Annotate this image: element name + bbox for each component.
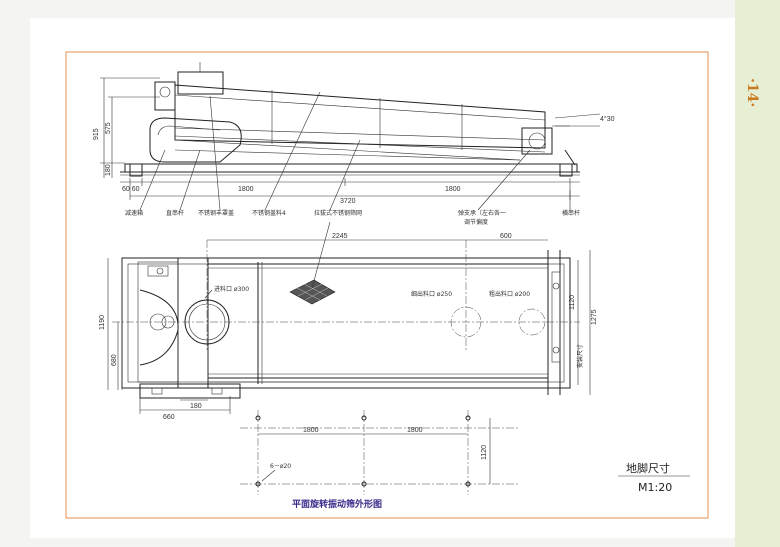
dim-600: 600	[500, 233, 512, 240]
dim-found-1: 1800	[303, 427, 319, 434]
dim-span-total: 3720	[340, 198, 356, 205]
side-view: 915 575 180 60 60 1800 3720 1800 4°30 减速…	[93, 62, 615, 226]
dim-height-total: 915	[93, 128, 100, 140]
dim-1275: 1275	[591, 309, 598, 325]
label-upper-frame: 不锈钢丰罩盖	[198, 209, 234, 217]
label-adjust: 调节偏度	[464, 218, 488, 226]
dim-1190: 1190	[99, 315, 106, 330]
label-holes: 6－ø20	[270, 463, 291, 470]
scale-label: M1:20	[638, 481, 672, 494]
label-install: 安装尺寸	[576, 344, 584, 368]
label-spring-seat: 弹支承（左右各一	[458, 209, 506, 217]
dim-height-body: 575	[105, 122, 112, 134]
dim-1120: 1120	[569, 295, 576, 310]
dim-2245: 2245	[332, 233, 348, 240]
label-straight-rod: 直串杆	[166, 209, 184, 217]
dim-found-2: 1800	[407, 427, 423, 434]
label-outlet-fine: 细出料口 ø250	[411, 290, 452, 298]
dim-660: 660	[163, 414, 175, 421]
dim-left-offsets: 60 60	[122, 186, 140, 193]
dim-span-right: 1800	[445, 186, 461, 193]
label-inlet: 进料口 ø300	[214, 285, 249, 293]
side-strip	[735, 0, 780, 547]
dim-180: 180	[190, 403, 202, 410]
foundation-view: 1800 1800 1120 6－ø20 地脚尺寸 M1:20	[240, 410, 690, 495]
label-cross-rod: 横串杆	[562, 209, 580, 217]
foundation-title: 地脚尺寸	[626, 461, 670, 475]
page-number: ·14·	[744, 78, 760, 107]
plan-view: 2245 600 1190 680 1120 1275 安装尺寸 660 180…	[99, 221, 598, 421]
dim-found-3: 1120	[481, 445, 488, 460]
label-screen: 拉拔式不锈钢筛网	[314, 209, 362, 217]
label-reducer: 减速箱	[125, 209, 143, 217]
drawing-caption: 平面旋转振动筛外形图	[292, 498, 382, 510]
dim-680: 680	[111, 354, 118, 366]
label-outlet-plate: 不锈钢盖料4	[252, 209, 286, 217]
label-outlet-coarse: 粗出料口 ø200	[489, 290, 530, 298]
dim-height-base: 180	[105, 164, 112, 176]
drawing-frame	[65, 51, 709, 519]
dim-span-left: 1800	[238, 186, 254, 193]
dim-angle: 4°30	[600, 115, 615, 123]
